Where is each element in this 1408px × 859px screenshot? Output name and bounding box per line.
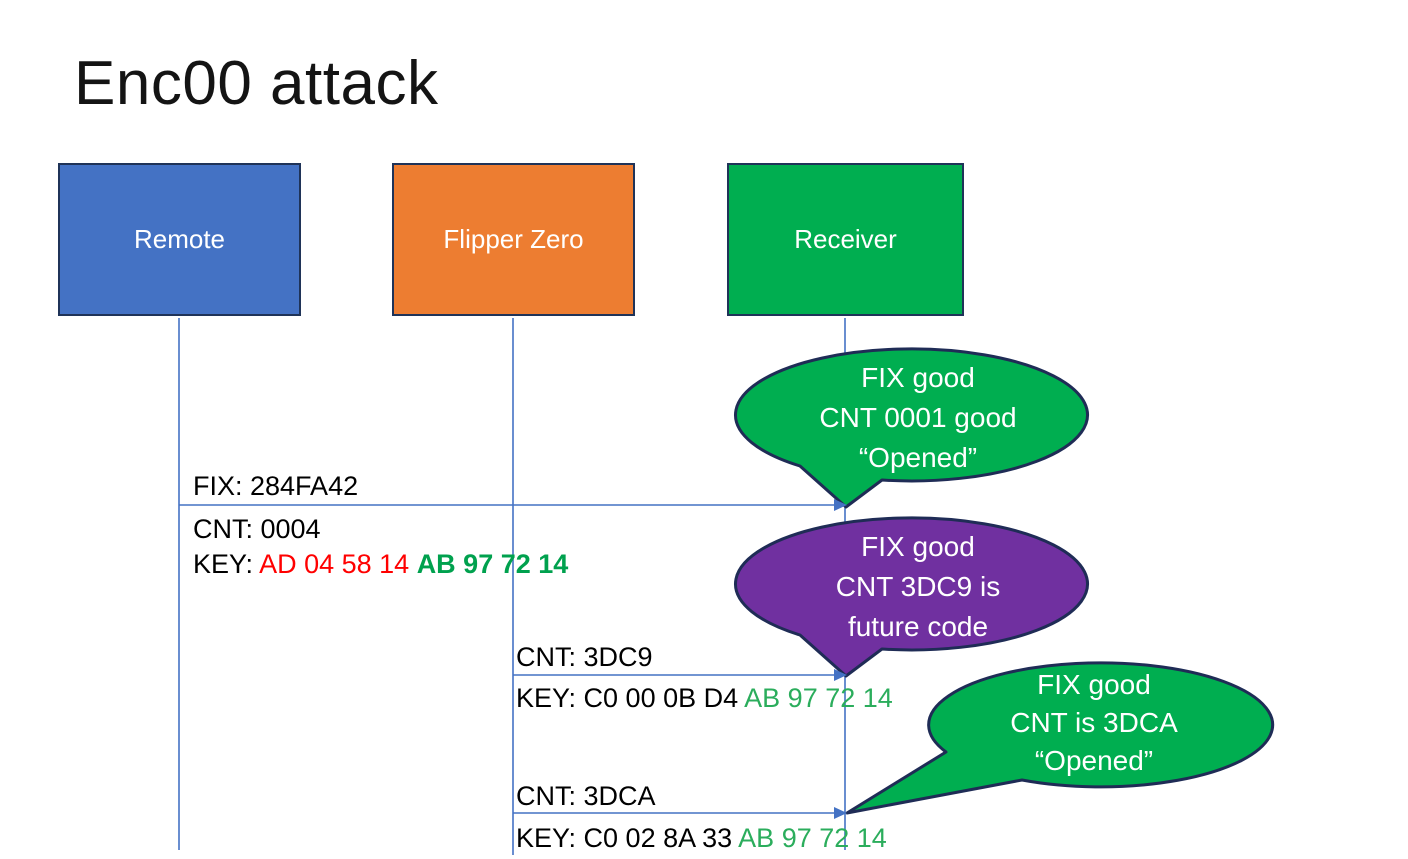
- message-2-cnt-label: CNT: 3DC9: [516, 641, 653, 673]
- message-1-key-label: KEY: AD 04 58 14 AB 97 72 14: [193, 548, 568, 580]
- actor-box-remote: Remote: [58, 163, 301, 316]
- key-fixed-bytes: AB 97 72 14: [744, 683, 893, 713]
- actor-box-receiver: Receiver: [727, 163, 964, 316]
- message-arrow-3-head: [834, 807, 847, 819]
- callout-line: “Opened”: [858, 442, 978, 473]
- message-1-fix-label: FIX: 284FA42: [193, 470, 358, 502]
- message-arrow-1-head: [834, 499, 847, 511]
- key-changed-bytes: AD 04 58 14: [259, 549, 417, 579]
- callout-line: “Opened”: [1034, 745, 1154, 776]
- callout-line: future code: [847, 611, 989, 642]
- message-3-cnt-label: CNT: 3DCA: [516, 780, 656, 812]
- key-fixed-bytes: AB 97 72 14: [738, 823, 887, 853]
- key-prefix: KEY: C0 02 8A 33: [516, 823, 739, 853]
- key-prefix: KEY:: [193, 549, 260, 579]
- callout-line: FIX good: [861, 531, 975, 562]
- key-prefix: KEY: C0 00 0B D4: [516, 683, 745, 713]
- cnt-value: CNT: 3DCA: [516, 781, 656, 811]
- actor-box-flipper-zero: Flipper Zero: [392, 163, 635, 316]
- cnt-value: CNT: 3DC9: [516, 642, 653, 672]
- callout-3-text: FIX good CNT is 3DCA “Opened”: [922, 663, 1266, 783]
- callout-line: FIX good: [861, 362, 975, 393]
- page-title: Enc00 attack: [74, 48, 439, 118]
- message-1-cnt-label: CNT: 0004: [193, 513, 321, 545]
- message-3-key-label: KEY: C0 02 8A 33 AB 97 72 14: [516, 822, 887, 854]
- callout-line: CNT 3DC9 is: [835, 571, 1001, 602]
- actor-label-receiver: Receiver: [794, 224, 897, 254]
- callout-1-text: FIX good CNT 0001 good “Opened”: [742, 355, 1094, 481]
- callout-line: FIX good: [1037, 669, 1151, 700]
- callout-bubble-opened-1: [734, 347, 1089, 509]
- message-arrow-2-head: [834, 669, 847, 681]
- fix-value: FIX: 284FA42: [193, 471, 359, 501]
- key-fixed-bytes: AB 97 72 14: [416, 549, 569, 579]
- callout-bubble-opened-2: [845, 661, 1275, 815]
- cnt-value: CNT: 0004: [193, 514, 321, 544]
- actor-label-flipper-zero: Flipper Zero: [443, 224, 584, 254]
- callout-bubble-future-code: [734, 516, 1089, 678]
- callout-line: CNT 0001 good: [819, 402, 1017, 433]
- message-2-key-label: KEY: C0 00 0B D4 AB 97 72 14: [516, 682, 893, 714]
- actor-label-remote: Remote: [133, 224, 226, 254]
- callout-line: CNT is 3DCA: [1010, 707, 1178, 738]
- callout-2-text: FIX good CNT 3DC9 is future code: [742, 524, 1094, 650]
